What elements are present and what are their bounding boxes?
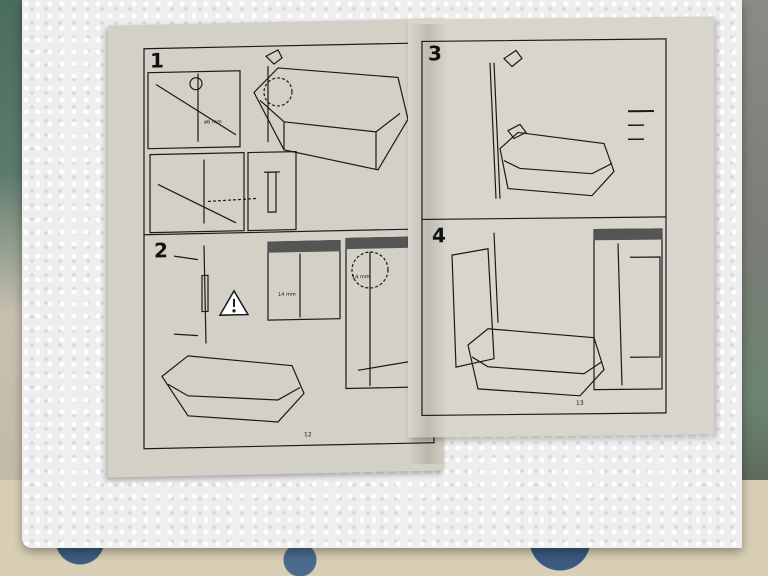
measure-label-a: 14 mm [278, 291, 296, 298]
measure-label-b: 14 mm [352, 274, 370, 281]
left-page: 1 2 ø6 mm 14 mm 14 mm 12 [108, 18, 444, 478]
left-page-number: 12 [304, 431, 312, 439]
right-page-diagrams [421, 38, 667, 417]
booklet-spine [408, 24, 448, 464]
step-1-number: 1 [150, 48, 164, 73]
right-page: 3 4 13 [408, 16, 714, 438]
instruction-booklet: 1 2 ø6 mm 14 mm 14 mm 12 [108, 16, 716, 478]
step-2-number: 2 [154, 238, 168, 263]
drill-size-label: ø6 mm [204, 119, 222, 126]
right-page-number: 13 [576, 399, 584, 407]
